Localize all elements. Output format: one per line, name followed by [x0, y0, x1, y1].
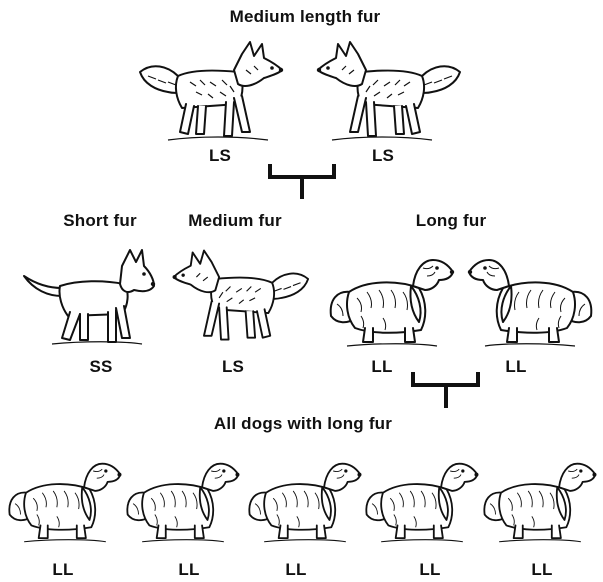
- parent-genotype-left: LS: [208, 146, 232, 165]
- offspring-dog-medium-fur: [168, 244, 310, 353]
- final-dog-long-fur: [363, 454, 481, 551]
- medium-fur-dog-icon: [172, 249, 310, 341]
- parent-dog-medium-fur-left: [138, 36, 288, 149]
- final-genotype-label: LL: [178, 560, 200, 579]
- medium-fur-dog-icon: [139, 41, 284, 141]
- offspring-dog-long-fur-left: [327, 252, 457, 353]
- medium-fur-dog-icon: [316, 41, 461, 141]
- short-fur-label: Short fur: [63, 211, 137, 230]
- medium-fur-genotype: LS: [221, 357, 245, 376]
- final-genotype-label: LL: [285, 560, 307, 579]
- final-genotype-label: LL: [531, 560, 553, 579]
- long-fur-genotype-left: LL: [371, 357, 393, 376]
- offspring-dog-long-fur-right: [465, 252, 595, 353]
- medium-fur-label: Medium fur: [188, 211, 282, 230]
- long-fur-dog-icon: [329, 259, 455, 347]
- long-fur-dog-icon: [467, 259, 593, 347]
- final-dog-long-fur: [246, 454, 364, 551]
- final-generation-title: All dogs with long fur: [213, 414, 393, 433]
- final-dog-long-fur: [6, 454, 124, 551]
- long-fur-genotype-right: LL: [505, 357, 527, 376]
- parent-dog-medium-fur-right: [312, 36, 462, 149]
- long-fur-dog-icon: [248, 462, 362, 543]
- long-fur-cross-bracket: [411, 372, 480, 408]
- final-dog-long-fur: [124, 454, 242, 551]
- final-genotype-label: LL: [419, 560, 441, 579]
- long-fur-dog-icon: [483, 462, 597, 543]
- parents-title: Medium length fur: [229, 7, 381, 26]
- long-fur-dog-icon: [126, 462, 240, 543]
- final-genotype-label: LL: [52, 560, 74, 579]
- long-fur-label: Long fur: [415, 211, 487, 230]
- offspring-dog-short-fur: [22, 244, 162, 353]
- short-fur-dog-icon: [23, 249, 156, 345]
- long-fur-dog-icon: [8, 462, 122, 543]
- final-dog-long-fur: [481, 454, 599, 551]
- long-fur-dog-icon: [365, 462, 479, 543]
- short-fur-genotype: SS: [89, 357, 113, 376]
- parent-genotype-right: LS: [371, 146, 395, 165]
- parents-cross-bracket: [268, 164, 336, 199]
